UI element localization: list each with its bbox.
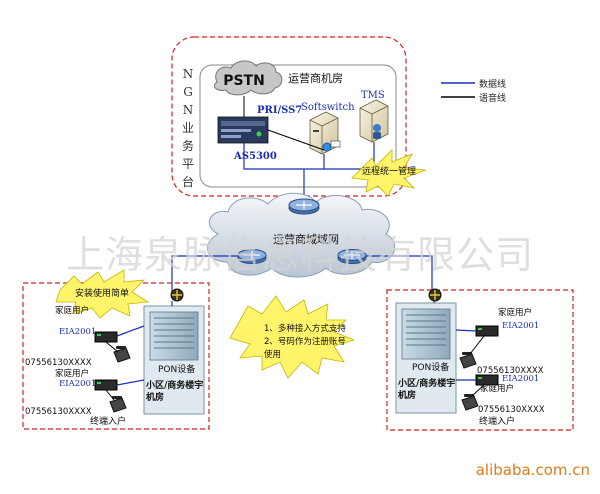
left-pon-cabinet-icon [143,305,205,415]
right-user2-device-label: EIA2001 [502,374,539,384]
remote-management-label: 远程统一管理 [362,165,416,177]
right-room-label-line1: 小区/商务楼宇 [397,377,455,389]
softswitch-label: Softswitch [301,102,355,113]
svg-text:业: 业 [182,121,194,135]
svg-text:N: N [183,103,194,117]
right-user1-label: 家庭用户 [498,307,532,318]
tms-label: TMS [361,90,385,101]
tms-server-icon [359,99,389,143]
right-site-frame [386,289,574,431]
left-pon-label: PON设备 [158,363,195,375]
metro-router-icon [288,198,320,215]
left-splitter-icon [170,288,184,302]
easy-install-burst: 安装使用简单 [55,269,150,319]
pri-ss7-label: PRI/SS7 [257,105,302,116]
left-site-footer: 终端入户 [90,415,126,427]
as5300-gateway-icon [217,116,269,144]
left-user1-phone-icon [113,346,131,363]
softswitch-server-icon [309,111,341,155]
ngn-platform-label: N G N 业 务 平 台 [182,67,194,189]
right-user2-phone-icon [461,394,479,411]
right-user2-phone-number: 07556130XXXX [478,405,545,415]
features-burst: 1、多种接入方式支持 2、号码作为注册账号 使用 [229,295,356,379]
left-user2-phone-icon [109,396,127,413]
pstn-cloud: PSTN [213,60,283,96]
right-user1-device-icon [475,325,499,337]
operator-room-title: 运营商机房 [288,71,343,85]
company-watermark: 上海泉脉信息科技有限公司 [66,233,534,277]
right-user1-device-label: EIA2001 [502,321,539,331]
left-user2-label: 家庭用户 [55,368,89,379]
right-user1-phone-icon [459,352,477,369]
as5300-label: AS5300 [233,151,277,162]
left-user1-label: 家庭用户 [55,305,89,316]
left-router-icon [237,249,267,264]
left-user1-device-label: EIA2001 [59,327,96,337]
right-site-footer: 终端入户 [479,415,515,427]
right-router-icon [337,249,367,264]
operator-room-box [199,64,397,188]
left-user2-device-icon [94,379,118,391]
right-splitter-icon [428,288,442,302]
remote-management-burst: 远程统一管理 [351,149,427,197]
left-room-label-line1: 小区/商务楼宇 [145,379,203,391]
feature-line-2: 2、号码作为注册账号 [264,336,346,347]
pstn-label: PSTN [223,73,265,89]
legend-voice-label: 语音线 [479,92,506,104]
svg-text:务: 务 [182,138,194,153]
feature-line-1: 1、多种接入方式支持 [264,323,346,334]
right-user2-label: 家庭用户 [480,383,514,394]
svg-text:台: 台 [182,174,194,189]
easy-install-label: 安装使用简单 [75,287,129,299]
right-pon-label: PON设备 [412,361,449,373]
feature-line-3: 使用 [264,349,281,360]
left-user2-device-label: EIA2001 [59,379,96,389]
left-user1-phone-number: 07556130XXXX [25,358,92,368]
alibaba-footer: alibaba.com.cn [476,461,590,479]
svg-text:N: N [183,67,194,81]
legend-data-label: 数据线 [479,78,506,90]
metro-network-label: 运营商城域网 [273,232,339,246]
svg-text:G: G [183,85,193,99]
left-user1-device-icon [94,331,118,343]
right-user1-phone-number: 07556130XXXX [477,366,544,376]
svg-text:平: 平 [182,157,194,171]
left-room-label-line2: 机房 [146,391,164,403]
right-pon-cabinet-icon [395,302,457,414]
left-user2-phone-number: 07556130XXXX [25,407,92,417]
right-room-label-line2: 机房 [398,389,416,401]
